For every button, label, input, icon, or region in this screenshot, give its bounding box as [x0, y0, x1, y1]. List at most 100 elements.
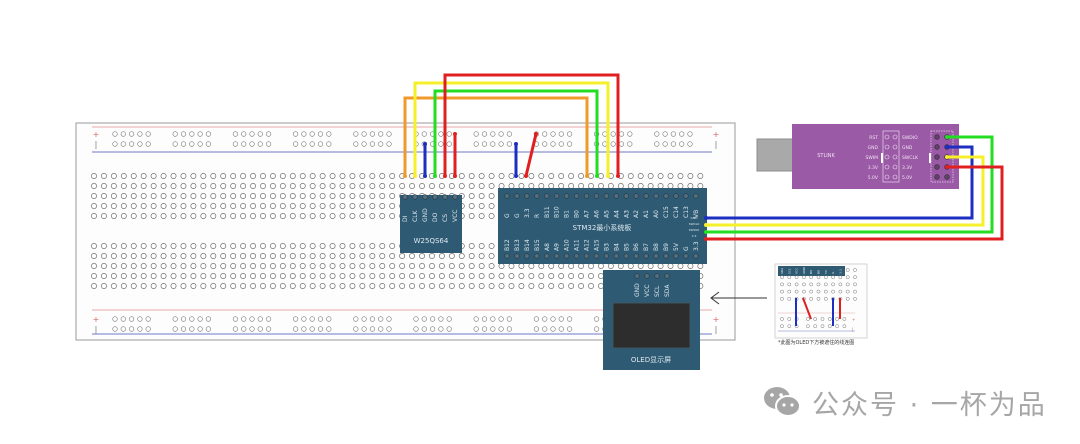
- inset-hole: [853, 289, 857, 294]
- terminal-hole: [389, 213, 396, 219]
- terminal-hole: [568, 283, 575, 289]
- terminal-hole: [210, 183, 217, 189]
- terminal-hole: [299, 183, 306, 189]
- terminal-hole: [250, 213, 256, 219]
- terminal-hole: [230, 253, 237, 259]
- terminal-hole: [498, 173, 505, 179]
- terminal-hole: [588, 283, 594, 289]
- rail-hole-plus: [189, 131, 195, 137]
- w25q64-pin-label: DI: [402, 215, 409, 222]
- rail-hole-plus: [473, 316, 479, 322]
- inset-rail-hole: [780, 317, 784, 321]
- rail-hole-plus: [205, 316, 211, 322]
- terminal-hole: [91, 193, 97, 199]
- wire-end: [704, 230, 708, 234]
- terminal-hole: [200, 273, 207, 279]
- terminal-hole: [687, 173, 694, 179]
- terminal-hole: [498, 283, 505, 289]
- terminal-hole: [140, 183, 147, 189]
- terminal-hole: [399, 273, 406, 279]
- terminal-hole: [260, 213, 266, 219]
- terminal-hole: [468, 183, 475, 189]
- terminal-hole: [409, 253, 416, 259]
- rail-hole-minus: [490, 326, 496, 332]
- terminal-hole: [329, 253, 336, 259]
- terminal-hole: [140, 193, 147, 199]
- wire-end: [585, 174, 589, 178]
- rail-hole-plus: [490, 131, 496, 137]
- rail-hole-minus: [197, 141, 203, 147]
- terminal-hole: [220, 283, 227, 289]
- terminal-hole: [538, 173, 545, 179]
- stm32-bottom-pin: [603, 253, 610, 259]
- terminal-hole: [299, 193, 306, 199]
- inset-rail-hole: [806, 324, 810, 329]
- stm32-bottom-pin: [683, 253, 689, 259]
- terminal-hole: [150, 213, 157, 219]
- terminal-hole: [130, 283, 137, 289]
- wechat-icon: [764, 387, 801, 417]
- rail-hole-minus: [506, 326, 513, 332]
- rail-hole-plus: [205, 131, 211, 137]
- terminal-hole: [279, 183, 286, 189]
- rail-minus-symbol: |: [95, 140, 98, 149]
- terminal-hole: [200, 173, 207, 179]
- terminal-hole: [150, 253, 157, 259]
- terminal-hole: [260, 183, 266, 189]
- terminal-hole: [309, 203, 316, 209]
- terminal-hole: [429, 283, 435, 289]
- terminal-hole: [120, 193, 127, 199]
- terminal-hole: [240, 253, 247, 259]
- stlink-programmer[interactable]: STLINK RSTGNDSWIM3.3V5.0VSWDIOGNDSWCLK3.…: [756, 124, 959, 189]
- rail-hole-minus: [129, 326, 135, 332]
- rail-hole-minus: [326, 326, 332, 332]
- terminal-hole: [578, 273, 585, 279]
- terminal-hole: [399, 253, 406, 259]
- terminal-hole: [190, 183, 197, 189]
- inset-rail-hole: [835, 317, 839, 321]
- terminal-hole: [210, 253, 217, 259]
- terminal-hole: [190, 193, 197, 199]
- terminal-hole: [170, 173, 177, 179]
- stlink-right-label: SWDIO: [902, 135, 918, 141]
- inset-pin-label: VCC: [795, 268, 799, 274]
- inset-hole: [823, 275, 828, 280]
- terminal-hole: [359, 173, 366, 179]
- terminal-hole: [627, 173, 634, 179]
- rail-hole-minus: [481, 326, 488, 332]
- terminal-hole: [120, 263, 127, 269]
- terminal-hole: [279, 203, 286, 209]
- terminal-hole: [269, 203, 276, 209]
- wire-cs-a4: [443, 73, 620, 176]
- stm32-top-pin: [663, 193, 669, 199]
- inset-hole: [794, 275, 799, 280]
- terminal-hole: [120, 243, 127, 249]
- rail-hole-minus: [180, 141, 187, 147]
- inset-wire: [802, 297, 812, 320]
- terminal-hole: [478, 173, 485, 179]
- terminal-hole: [190, 263, 197, 269]
- terminal-hole: [399, 263, 406, 269]
- rail-hole-plus: [326, 131, 332, 137]
- terminal-hole: [150, 263, 157, 269]
- rail-hole-plus: [498, 316, 504, 322]
- rail-hole-plus: [189, 316, 195, 322]
- column-marker: ·: [243, 167, 244, 171]
- terminal-hole: [91, 213, 97, 219]
- terminal-hole: [200, 203, 207, 209]
- terminal-hole: [647, 173, 654, 179]
- stm32-bottom-pin-label: B14: [524, 239, 531, 251]
- rail-minus-symbol: |: [715, 325, 718, 334]
- stm32-top-pin: [504, 193, 510, 199]
- inset-caption: *此图为OLED下方被遮住的线连图: [778, 339, 854, 346]
- stm32-bottom-pin-label: B12: [504, 239, 511, 251]
- rail-hole-minus: [317, 141, 324, 147]
- terminal-hole: [329, 263, 336, 269]
- w25q64-pin-label: CS: [442, 214, 449, 222]
- rail-hole-minus: [386, 326, 392, 332]
- terminal-hole: [349, 273, 356, 279]
- terminal-hole: [180, 253, 187, 259]
